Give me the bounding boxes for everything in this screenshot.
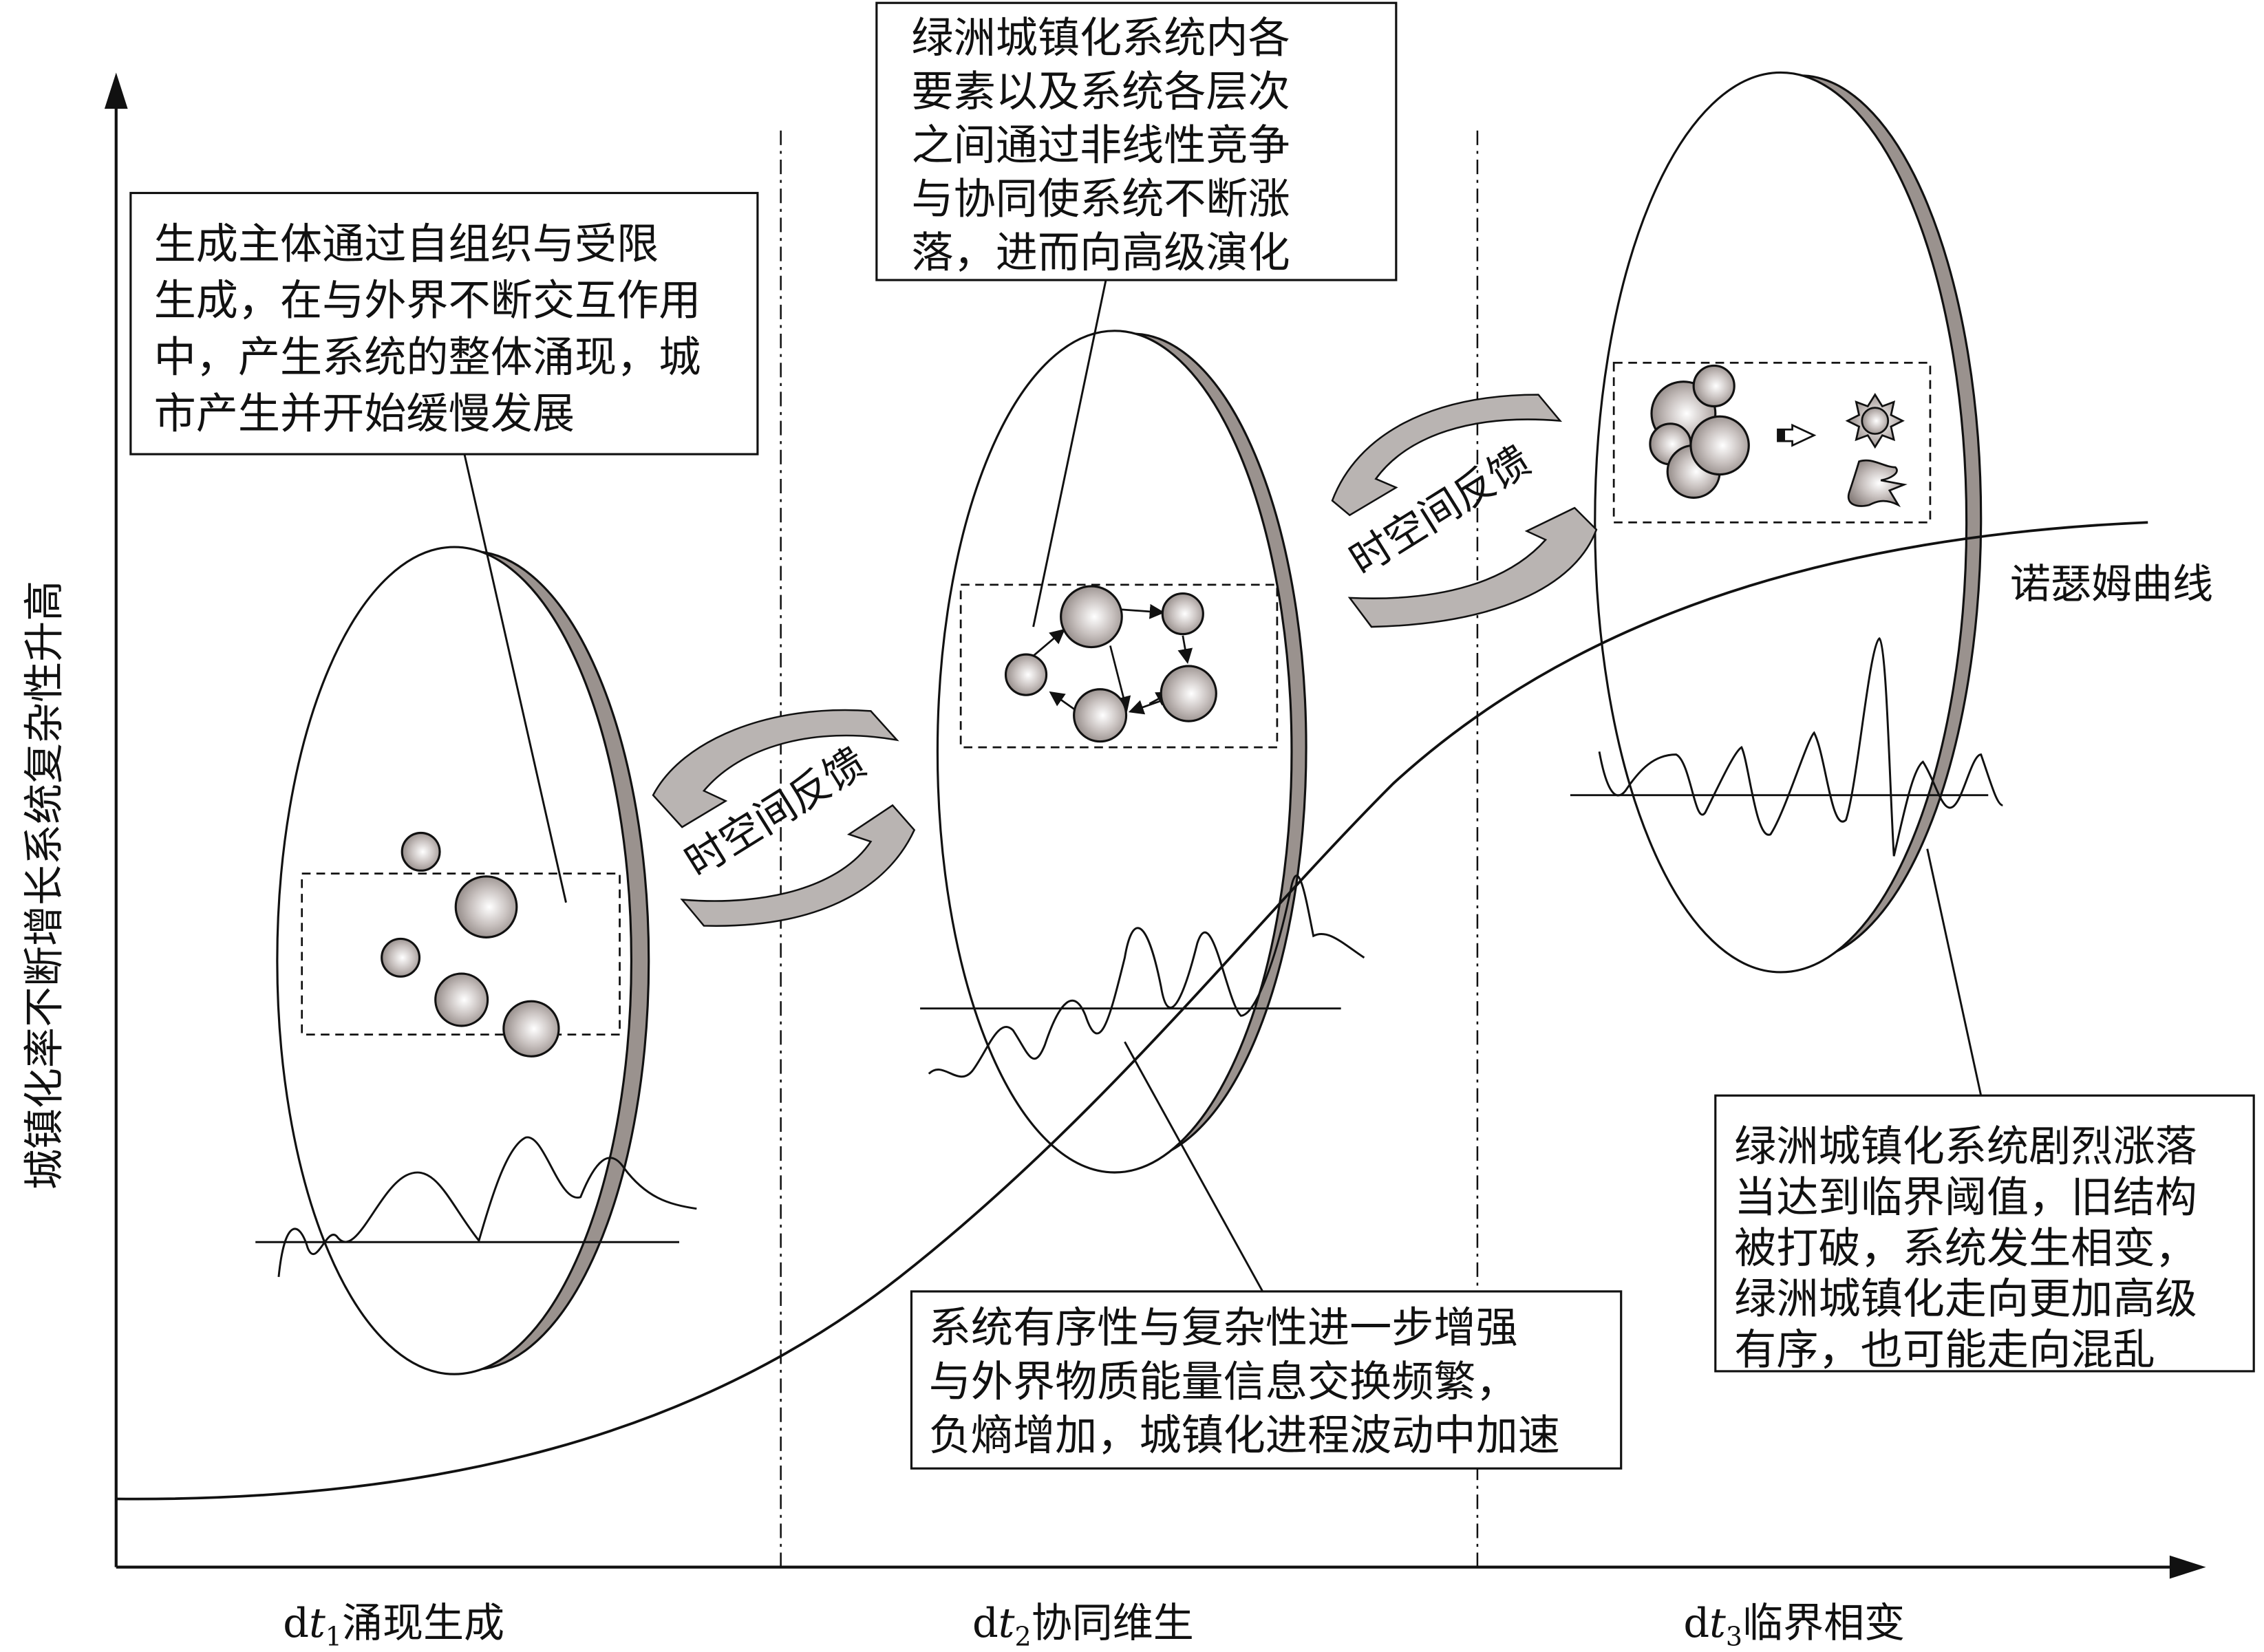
annotation-stage-2-bottom: 系统有序性与复杂性进一步增强 与外界物质能量信息交换频繁， 负熵增加，城镇化进程… (910, 1290, 1623, 1470)
annotation-line: 之间通过非线性竞争 (911, 121, 1290, 170)
annotation-line: 生成主体通过自组织与受限 (154, 219, 659, 268)
x-axis-arrow-icon (2169, 1555, 2206, 1579)
element-box-1 (301, 872, 621, 1036)
feedback-arrows-2 (1331, 394, 1598, 628)
annotation-line: 生成，在与外界不断交互作用 (154, 277, 701, 325)
annotation-line: 有序，也可能走向混乱 (1734, 1325, 2155, 1374)
stage-label-3: dt3临界相变 (1683, 1599, 1905, 1652)
y-axis-arrow-icon (104, 72, 128, 109)
leader-lines (463, 279, 1983, 1292)
annotation-line: 市产生并开始缓慢发展 (154, 389, 575, 438)
stage-label-2: dt2协同维生 (972, 1599, 1194, 1652)
annotation-line: 绿洲城镇化系统内各 (911, 14, 1290, 63)
curved-arrow-icon (652, 709, 899, 828)
fluctuation-wave-1 (255, 1136, 697, 1277)
fluctuation-wave-3 (1570, 636, 2003, 857)
disc-stage-1 (276, 546, 650, 1375)
annotation-line: 绿洲城镇化系统剧烈涨落 (1734, 1122, 2197, 1171)
element-box-3 (1612, 361, 1932, 524)
feedback-arrows-1 (652, 709, 916, 927)
annotation-line: 被打破，系统发生相变， (1734, 1224, 2197, 1273)
annotation-line: 系统有序性与复杂性进一步增强 (929, 1304, 1518, 1353)
annotation-line: 落，进而向高级演化 (911, 228, 1290, 277)
stage-label-1: dt1涌现生成 (283, 1599, 504, 1652)
y-axis-label: 城镇化率不断增长系统复杂性升高 (20, 581, 67, 1190)
northam-curve (116, 521, 2148, 1501)
annotation-line: 与协同使系统不断涨 (911, 175, 1290, 224)
disc-stage-2 (936, 330, 1307, 1174)
annotation-stage-3: 绿洲城镇化系统剧烈涨落 当达到临界阈值，旧结构 被打破，系统发生相变， 绿洲城镇… (1714, 1094, 2255, 1374)
annotation-line: 负熵增加，城镇化进程波动中加速 (929, 1411, 1560, 1460)
northam-curve-label: 诺瑟姆曲线 (2010, 560, 2213, 608)
curved-arrow-icon (1331, 394, 1563, 517)
annotation-line: 中，产生系统的整体涌现，城 (154, 333, 701, 382)
element-box-2 (959, 583, 1279, 749)
disc-stage-3 (1594, 71, 1983, 974)
curved-arrow-icon (1347, 506, 1598, 628)
annotation-stage-2-top: 绿洲城镇化系统内各 要素以及系统各层次 之间通过非线性竞争 与协同使系统不断涨 … (875, 1, 1398, 281)
chaos-shape-icon (1847, 459, 1908, 508)
fluctuation-wave-2 (920, 875, 1365, 1078)
curved-arrow-icon (680, 804, 916, 927)
annotation-line: 当达到临界阈值，旧结构 (1734, 1173, 2197, 1222)
annotation-line: 要素以及系统各层次 (911, 67, 1290, 116)
interacting-elements (1004, 585, 1217, 743)
phase-transition-elements (1649, 364, 1908, 508)
axes (104, 72, 2206, 1579)
annotation-line: 与外界物质能量信息交换频繁， (929, 1358, 1518, 1406)
annotation-stage-1: 生成主体通过自组织与受限 生成，在与外界不断交互作用 中，产生系统的整体涌现，城… (129, 191, 759, 455)
annotation-line: 绿洲城镇化走向更加高级 (1734, 1275, 2197, 1324)
scattered-elements (381, 831, 560, 1058)
